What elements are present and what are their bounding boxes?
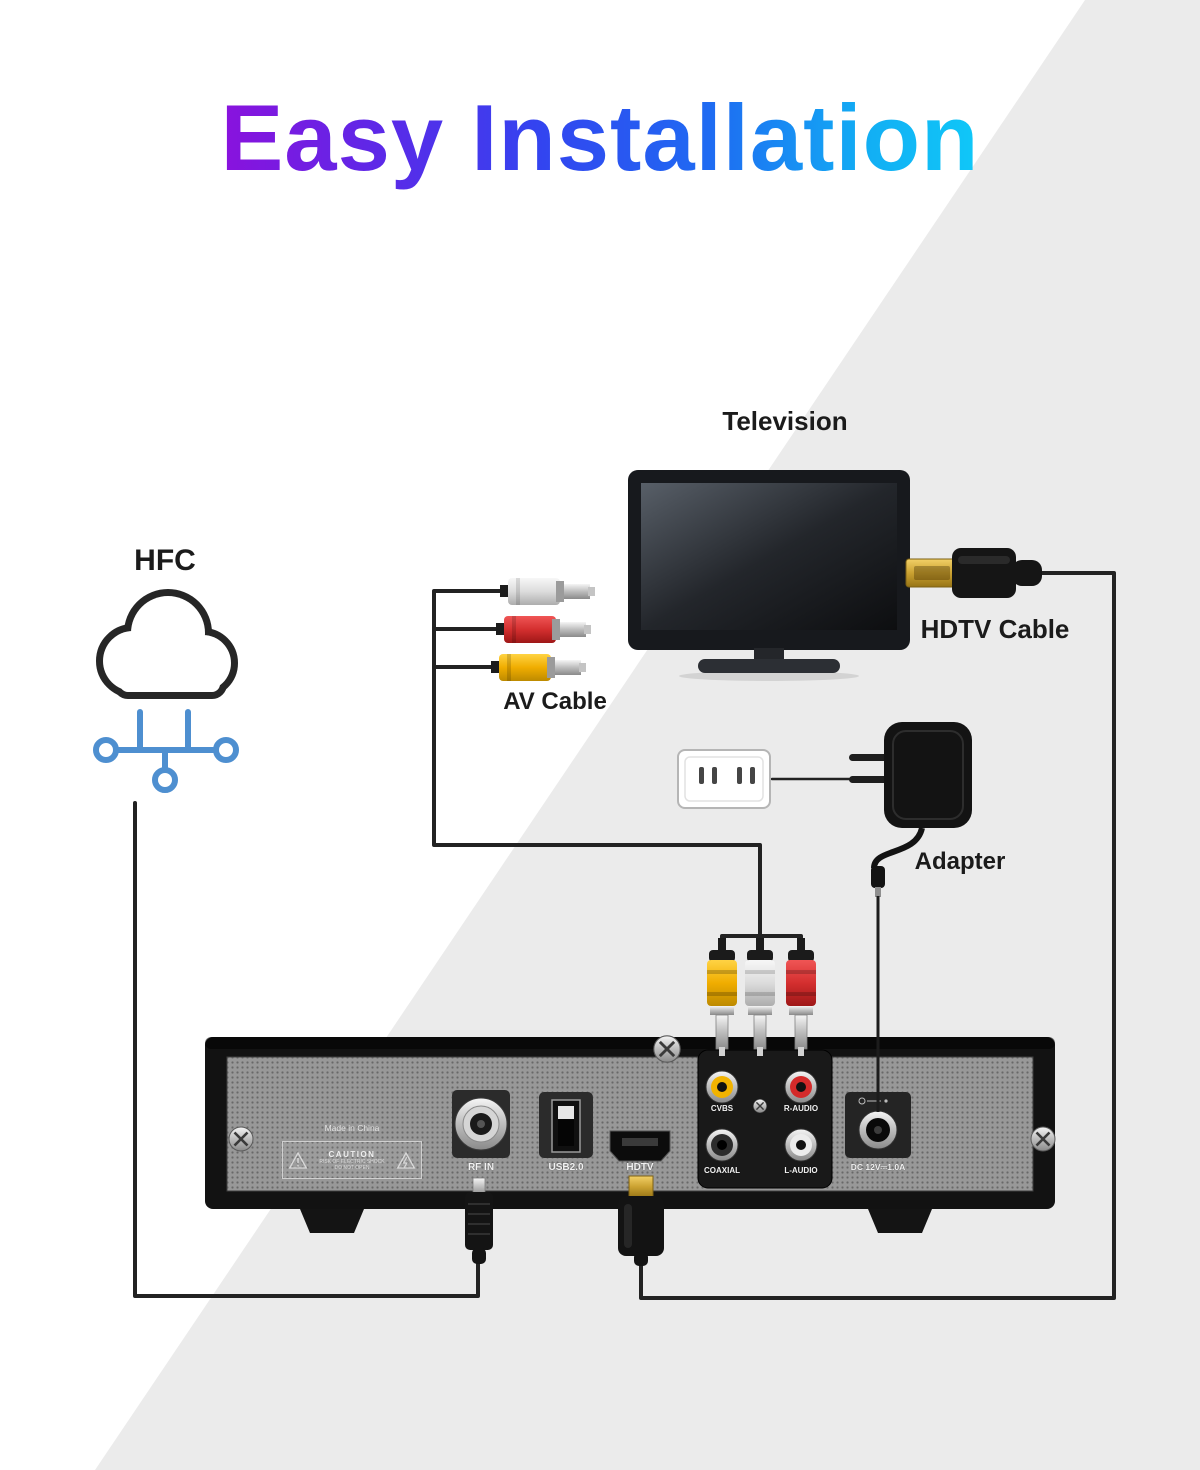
- rf-cable-plug: [465, 1177, 493, 1264]
- page-title: Easy Installation: [220, 85, 980, 190]
- stb-foot-right: [868, 1209, 932, 1233]
- caution-line-1: RISK OF ELECTRIC SHOCK: [319, 1158, 385, 1165]
- av-cable-line: [432, 589, 762, 938]
- stb-foot-left: [300, 1209, 364, 1233]
- rca-plug-red: [786, 938, 816, 1056]
- av-plug-white: [500, 578, 595, 605]
- screw-icon: [1029, 1125, 1057, 1153]
- warning-triangle-icon: [288, 1151, 308, 1169]
- hdmi-plug-tv: [905, 548, 1042, 598]
- screw-icon: [752, 1098, 768, 1114]
- hfc-label: HFC: [134, 544, 196, 577]
- hdtv-cable-label: HDTV Cable: [920, 614, 1070, 644]
- coaxial-jack-label: COAXIAL: [704, 1166, 740, 1175]
- hdmi-port: [609, 1130, 671, 1162]
- hdtv-port-label: HDTV: [626, 1162, 654, 1173]
- hdtv-cable-line: [639, 571, 1116, 1300]
- caution-line-2: DO NOT OPEN: [334, 1164, 370, 1171]
- network-nodes-icon: [93, 709, 239, 793]
- rf-in-port-label: RF IN: [467, 1162, 495, 1173]
- usb-port-label: USB2.0: [548, 1162, 584, 1173]
- wall-outlet: [677, 749, 771, 809]
- av-plug-yellow: [491, 654, 586, 681]
- tv-illustration: [628, 470, 910, 681]
- hfc-cloud-icon: [96, 589, 238, 699]
- rca-plug-white: [745, 938, 775, 1056]
- rca-plug-yellow: [707, 938, 737, 1056]
- l-audio-jack-label: L-AUDIO: [784, 1166, 818, 1175]
- r-audio-jack-label: R-AUDIO: [783, 1104, 819, 1113]
- caution-text: CAUTION RISK OF ELECTRIC SHOCK DO NOT OP…: [308, 1150, 396, 1171]
- stb-rear-panel: [205, 1034, 1057, 1233]
- screw-icon: [227, 1125, 255, 1153]
- television-label: Television: [722, 406, 848, 436]
- rf-cable-line: [133, 801, 480, 1298]
- caution-label: CAUTION RISK OF ELECTRIC SHOCK DO NOT OP…: [282, 1141, 422, 1179]
- av-plug-red: [496, 616, 591, 643]
- dc-power-jack: [845, 1092, 911, 1158]
- page-title-wrap: Easy Installation: [0, 84, 1200, 192]
- rca-jack-r-audio: [784, 1070, 818, 1104]
- dc-power-label: DC 12V⎓1.0A: [850, 1162, 906, 1172]
- rca-jack-cvbs: [705, 1070, 739, 1104]
- adapter-label: Adapter: [914, 848, 1006, 875]
- rca-jack-coaxial: [705, 1128, 739, 1162]
- hdmi-plug-stb: [618, 1175, 664, 1266]
- av-cable-label: AV Cable: [503, 688, 607, 715]
- screw-icon: [652, 1034, 682, 1064]
- rca-jack-l-audio: [784, 1128, 818, 1162]
- usb-port: [539, 1092, 593, 1158]
- made-in-china-label: Made in China: [324, 1123, 380, 1133]
- cvbs-jack-label: CVBS: [710, 1104, 734, 1113]
- rf-in-port: [452, 1090, 510, 1158]
- rca-jack-cluster: [697, 1049, 833, 1189]
- lightning-triangle-icon: [396, 1151, 416, 1169]
- caution-title: CAUTION: [328, 1149, 376, 1159]
- power-adapter: [849, 722, 972, 897]
